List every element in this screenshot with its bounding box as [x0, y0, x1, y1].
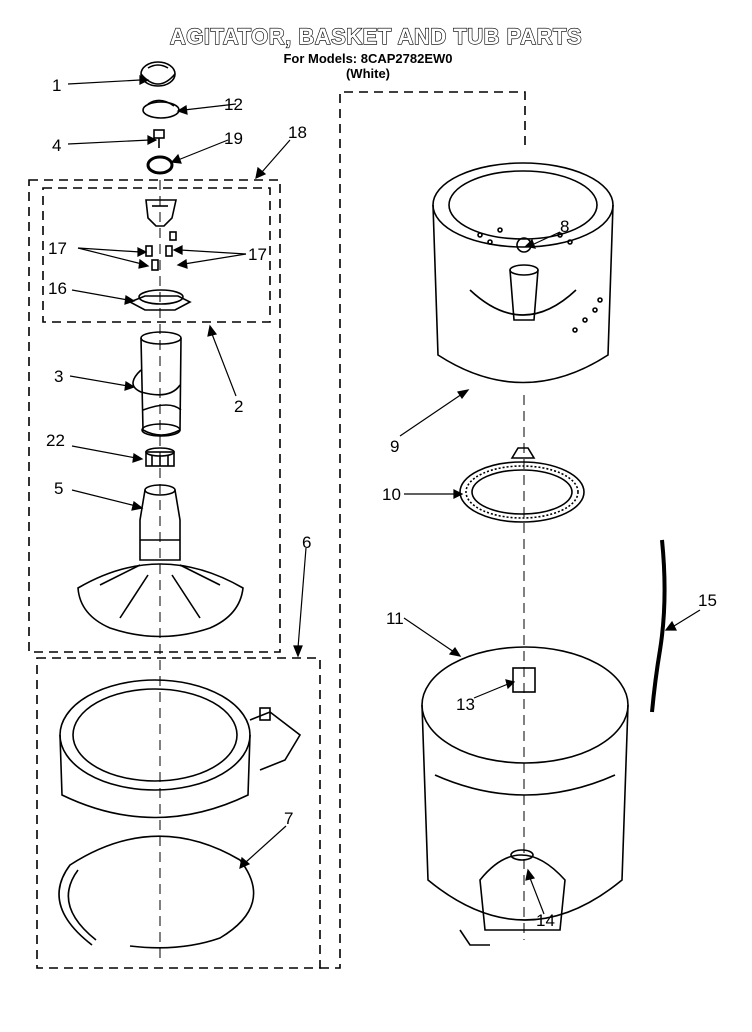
part-6-tub-ring[interactable] — [59, 679, 302, 819]
assembly-box-18 — [28, 179, 281, 653]
connector-line — [320, 91, 526, 969]
part-10-gear-ring[interactable] — [459, 447, 585, 523]
part-5-agitator-base[interactable] — [77, 484, 244, 638]
part-17-dogs[interactable] — [145, 231, 177, 271]
callout-17-right: 17 — [248, 245, 267, 264]
callout-18: 18 — [288, 123, 307, 142]
callout-10: 10 — [382, 485, 401, 504]
callout-3: 3 — [54, 367, 63, 386]
callout-14: 14 — [536, 911, 555, 930]
part-16-cam[interactable] — [128, 289, 192, 311]
assembly-box-2 — [42, 187, 271, 323]
models-line: For Models: 8CAP2782EW0 — [283, 51, 453, 66]
part-7-snap-ring[interactable] — [58, 835, 255, 949]
part-15-hose[interactable] — [650, 539, 667, 713]
callout-17-left: 17 — [48, 239, 67, 258]
page-title: AGITATOR, BASKET AND TUB PARTS — [169, 23, 583, 49]
callout-5: 5 — [54, 479, 63, 498]
assembly-box-6 — [36, 657, 321, 969]
callout-labels: 1 12 4 19 18 17 17 16 3 2 22 5 6 7 8 9 1… — [46, 76, 717, 930]
callout-9: 9 — [390, 437, 399, 456]
callout-22: 22 — [46, 431, 65, 450]
part-22-bushing[interactable] — [145, 447, 175, 467]
callout-8: 8 — [560, 217, 569, 236]
color-line: (White) — [345, 66, 391, 81]
callout-2: 2 — [234, 397, 243, 416]
part-dog-cam[interactable] — [145, 199, 177, 227]
callout-13: 13 — [456, 695, 475, 714]
callout-1: 1 — [52, 76, 61, 95]
part-19-ring[interactable] — [146, 155, 174, 175]
part-3-auger[interactable] — [132, 331, 182, 437]
callout-4: 4 — [52, 136, 61, 155]
part-1-cap[interactable] — [140, 61, 176, 87]
callout-12: 12 — [224, 95, 243, 114]
callout-6: 6 — [302, 533, 311, 552]
part-12-seal[interactable] — [142, 99, 180, 119]
callout-11: 11 — [386, 609, 404, 628]
part-4-bolt[interactable] — [153, 129, 165, 148]
part-11-tub[interactable] — [421, 646, 629, 946]
callout-19: 19 — [224, 129, 243, 148]
part-9-basket[interactable] — [432, 162, 614, 384]
callout-16: 16 — [48, 279, 67, 298]
leader-lines — [67, 75, 701, 915]
callout-7: 7 — [284, 809, 293, 828]
callout-15: 15 — [698, 591, 717, 610]
